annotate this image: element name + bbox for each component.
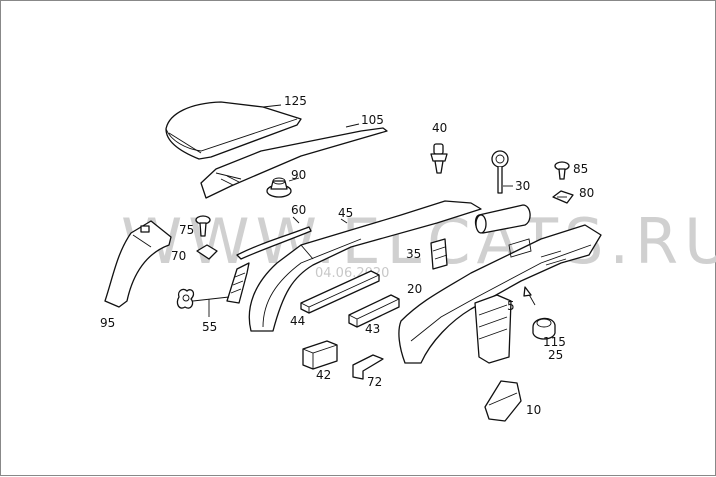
callout-43: 43 [365,322,380,336]
callout-10: 10 [526,403,541,417]
callout-30: 30 [515,179,530,193]
part-30-handle-bar[interactable] [474,204,531,234]
callout-70: 70 [171,249,186,263]
callout-72: 72 [367,375,382,389]
part-72-bracket[interactable] [352,354,384,380]
callout-60: 60 [291,203,306,217]
part-45-dash-carrier[interactable] [248,200,482,332]
part-30-pull-ring[interactable] [491,150,509,194]
callout-75: 75 [179,223,194,237]
part-60-trim-strip[interactable] [236,226,312,260]
part-85-screw[interactable] [554,161,570,180]
part-115-grommet[interactable] [532,317,556,340]
callout-20: 20 [407,282,422,296]
callout-95: 95 [100,316,115,330]
part-44-long-block[interactable] [300,270,380,314]
callout-90: 90 [291,168,306,182]
callout-40: 40 [432,121,447,135]
part-90-grommet[interactable] [266,177,292,198]
part-43-short-block[interactable] [348,294,400,328]
callout-5: 5 [507,299,515,313]
part-75-screw[interactable] [195,215,211,237]
callout-85: 85 [573,162,588,176]
callout-105: 105 [361,113,384,127]
part-20-lower-carrier[interactable] [398,224,602,364]
part-80-speed-nut[interactable] [552,190,574,204]
callout-80: 80 [579,186,594,200]
part-55-clip-bracket[interactable] [176,262,250,309]
part-125-top-cover[interactable] [165,101,302,160]
callout-25: 25 [548,348,563,362]
callout-115: 115 [543,335,566,349]
part-70-clip-nut[interactable] [196,244,218,260]
part-42-block[interactable] [302,340,338,370]
callout-42: 42 [316,368,331,382]
part-10-vent-outlet[interactable] [484,380,522,422]
part-5-air-duct[interactable] [474,294,512,364]
part-40-push-clip[interactable] [430,143,448,174]
part-35-latch[interactable] [430,238,448,270]
callout-35: 35 [406,247,421,261]
callout-45: 45 [338,206,353,220]
callout-125: 125 [284,94,307,108]
callout-55: 55 [202,320,217,334]
part-95-side-panel[interactable] [104,220,172,308]
part-105-upper-trim-strip[interactable] [200,127,388,199]
callout-44: 44 [290,314,305,328]
